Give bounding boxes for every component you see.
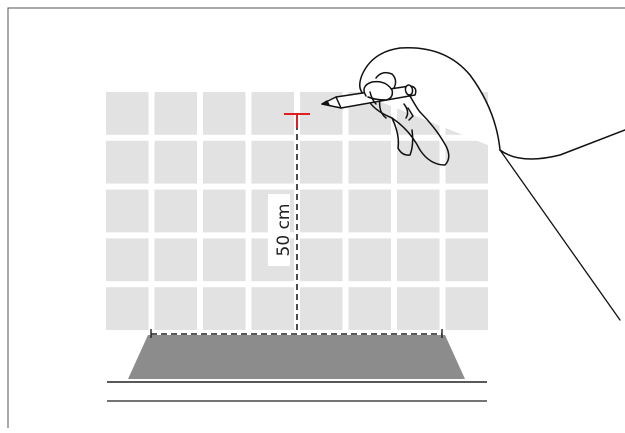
wall-tile	[203, 238, 246, 282]
wall-tile	[106, 92, 149, 135]
wall-tile	[397, 189, 440, 233]
wall-tile	[106, 189, 149, 233]
wall-tile	[397, 287, 440, 330]
wall-tile	[251, 140, 294, 184]
wall-tile	[300, 189, 343, 233]
wall-tile	[300, 238, 343, 282]
wall-tile	[445, 238, 488, 282]
wall-tile	[348, 189, 391, 233]
wall-tile	[397, 238, 440, 282]
wall-tile	[154, 238, 197, 282]
wall-tile	[154, 140, 197, 184]
wall-tile	[348, 140, 391, 184]
wall-tile	[300, 140, 343, 184]
wall-tile	[300, 287, 343, 330]
wall-tile	[106, 287, 149, 330]
wall-tile	[445, 140, 488, 184]
cooker-hood-icon	[128, 335, 465, 379]
wall-tile	[203, 287, 246, 330]
wall-tile	[106, 140, 149, 184]
wall-tile	[154, 287, 197, 330]
frame-border	[7, 7, 625, 428]
wall-tile	[106, 238, 149, 282]
wall-tile	[348, 238, 391, 282]
wall-tile	[203, 140, 246, 184]
height-mark-icon	[284, 113, 310, 128]
wall-tile	[445, 287, 488, 330]
measurement-label: 50 cm	[274, 204, 294, 257]
wall-tile	[154, 189, 197, 233]
hand-with-pencil-icon	[321, 46, 625, 321]
wall-tile	[251, 287, 294, 330]
wall-tile	[154, 92, 197, 135]
wall-tile	[445, 189, 488, 233]
label-background	[268, 194, 290, 266]
wall-tile	[203, 92, 246, 135]
wall-tile	[203, 189, 246, 233]
wall-tile	[348, 287, 391, 330]
